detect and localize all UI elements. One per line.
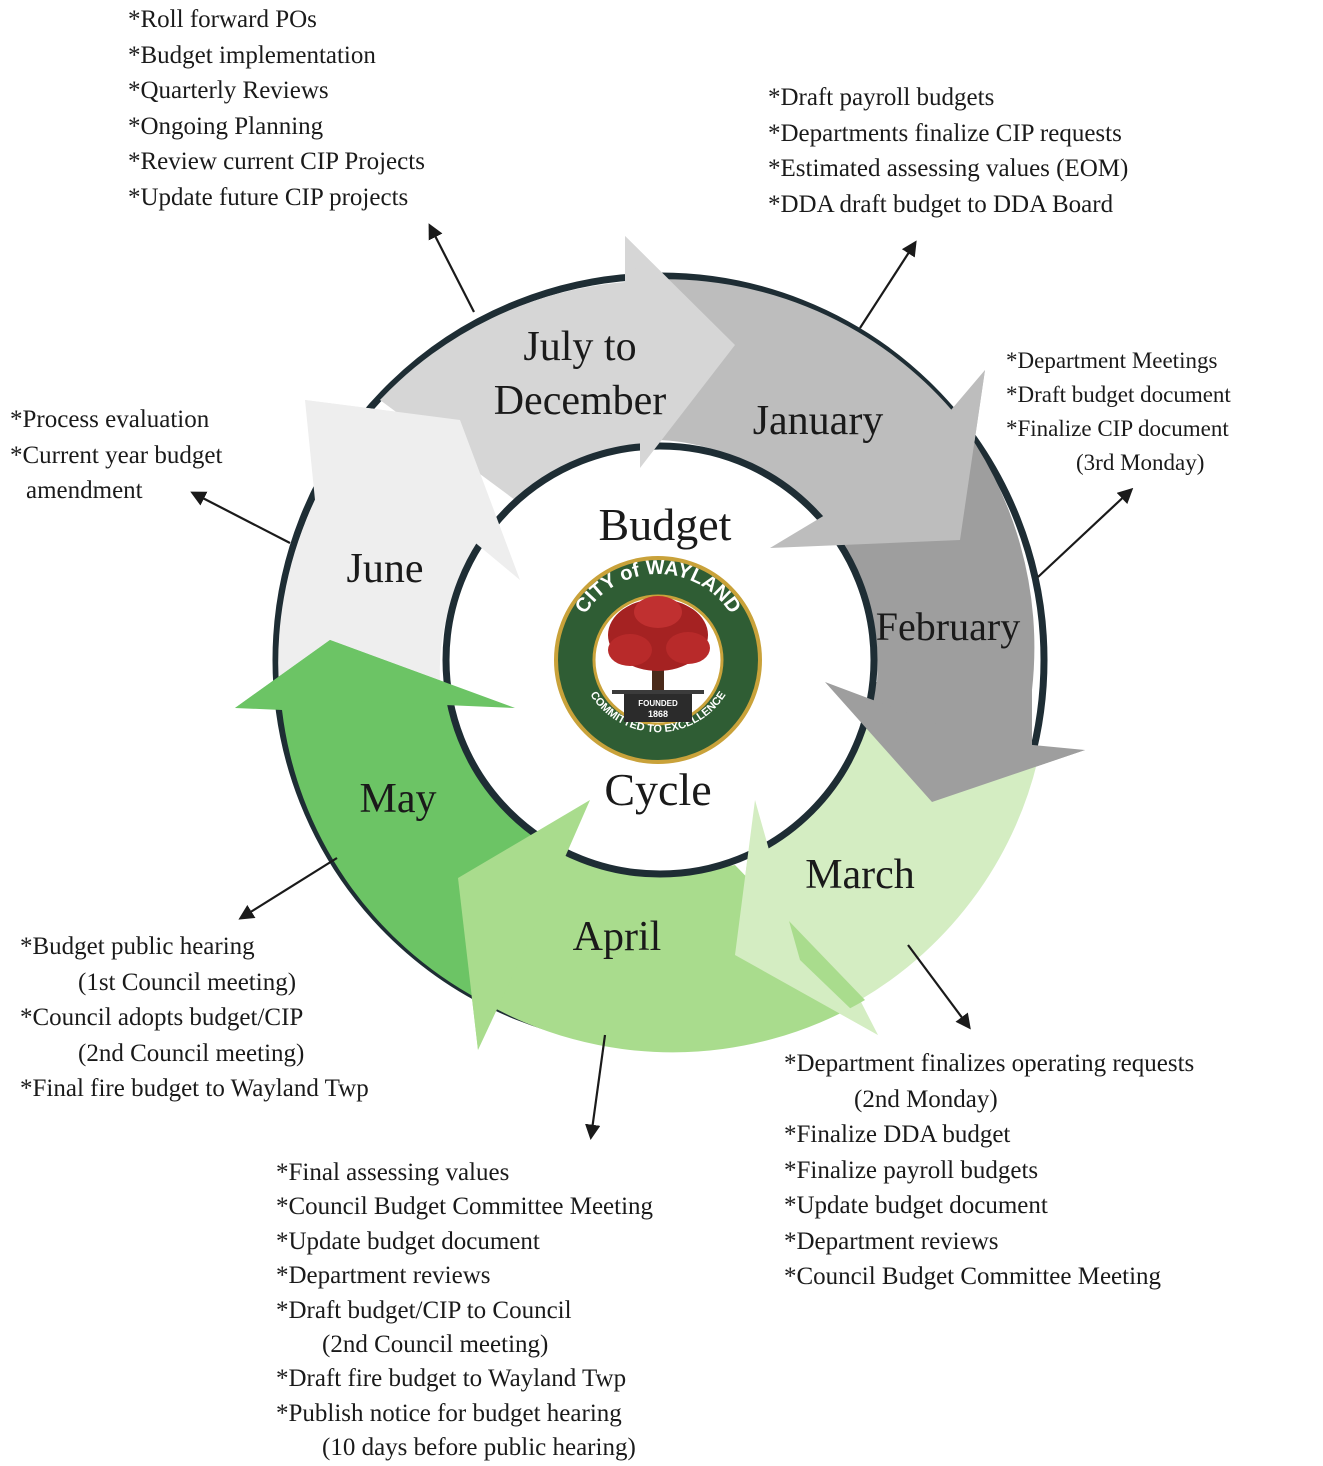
- note-item: *Final fire budget to Wayland Twp: [20, 1075, 369, 1102]
- label-february: February: [876, 604, 1020, 649]
- march-arrowhead: [735, 800, 878, 1035]
- connector-february: [1037, 487, 1134, 578]
- note-item: *Draft fire budget to Wayland Twp: [276, 1365, 627, 1393]
- label-march: March: [805, 852, 915, 898]
- note-item: *Budget implementation: [128, 41, 376, 69]
- note-item: *Departments finalize CIP requests: [768, 119, 1122, 147]
- note-item: *Update future CIP projects: [128, 183, 409, 211]
- notes-july-december: *Roll forward POs *Budget implementation…: [128, 2, 425, 215]
- note-item: *DDA draft budget to DDA Board: [768, 190, 1114, 218]
- note-item: (2nd Council meeting): [322, 1331, 549, 1359]
- label-june: June: [347, 546, 424, 592]
- label-april: April: [573, 914, 662, 960]
- connector-june: [190, 491, 291, 544]
- note-item: *Council Budget Committee Meeting: [784, 1263, 1162, 1290]
- center-cycle: Cycle: [604, 764, 711, 815]
- note-item: *Department reviews: [276, 1262, 491, 1290]
- center-budget: Budget: [599, 499, 732, 550]
- connector-may: [238, 857, 338, 920]
- connector-march: [907, 944, 971, 1030]
- connector-april: [585, 1034, 607, 1141]
- note-item: (1st Council meeting): [78, 968, 297, 996]
- may-arrowhead: [235, 640, 515, 708]
- city-seal-logo: CITY of WAYLAND COMMITTED TO EXCELLENCE …: [554, 556, 762, 764]
- notes-april: *Final assessing values *Council Budget …: [276, 1156, 653, 1466]
- note-item: *Department Meetings: [1006, 348, 1218, 373]
- note-item: *Process evaluation: [10, 406, 210, 433]
- note-item: *Council Budget Committee Meeting: [276, 1193, 654, 1221]
- note-item: *Quarterly Reviews: [128, 77, 329, 104]
- notes-june: *Process evaluation *Current year budget…: [10, 402, 222, 509]
- note-item: *Current year budget: [10, 441, 223, 469]
- note-item: *Draft budget/CIP to Council: [276, 1296, 572, 1324]
- connector-july-december: [428, 223, 475, 313]
- april-arrowhead: [458, 800, 590, 1050]
- february-arrowhead: [825, 682, 1085, 802]
- note-item: *Publish notice for budget hearing: [276, 1399, 622, 1427]
- note-item: *Department reviews: [784, 1227, 999, 1255]
- june-arrowhead: [305, 400, 520, 580]
- connector-january: [859, 240, 917, 329]
- notes-february: *Department Meetings *Draft budget docum…: [1006, 344, 1231, 480]
- note-item: *Estimated assessing values (EOM): [768, 155, 1129, 182]
- note-item: *Review current CIP Projects: [128, 148, 425, 175]
- note-item: (2nd Council meeting): [78, 1039, 305, 1067]
- note-item: *Draft budget document: [1006, 382, 1231, 407]
- note-item: *Finalize CIP document: [1006, 416, 1229, 441]
- label-may: May: [360, 776, 437, 822]
- label-july-to: July to: [523, 324, 636, 370]
- notes-january: *Draft payroll budgets *Departments fina…: [768, 80, 1128, 222]
- january-arrowhead: [770, 370, 985, 548]
- note-item: *Finalize payroll budgets: [784, 1156, 1039, 1184]
- note-item: (2nd Monday): [854, 1085, 998, 1113]
- note-item: *Finalize DDA budget: [784, 1121, 1011, 1148]
- note-item: amendment: [26, 477, 143, 504]
- label-december: December: [494, 378, 667, 424]
- seal-founded-year: 1868: [648, 709, 668, 719]
- seal-founded-label: FOUNDED: [638, 699, 678, 708]
- note-item: *Final assessing values: [276, 1159, 510, 1186]
- note-item: *Update budget document: [276, 1227, 540, 1255]
- note-item: *Ongoing Planning: [128, 112, 324, 140]
- note-item: *Update budget document: [784, 1192, 1048, 1219]
- label-january: January: [753, 398, 884, 444]
- note-item: (10 days before public hearing): [322, 1434, 636, 1462]
- july-december-arrowhead: [625, 236, 735, 468]
- note-item: *Department finalizes operating requests: [784, 1050, 1195, 1077]
- note-item: (3rd Monday): [1076, 450, 1205, 475]
- notes-march: *Department finalizes operating requests…: [784, 1046, 1194, 1295]
- notes-may: *Budget public hearing (1st Council meet…: [20, 929, 369, 1107]
- note-item: *Draft payroll budgets: [768, 84, 995, 111]
- note-item: *Council adopts budget/CIP: [20, 1004, 304, 1031]
- note-item: *Roll forward POs: [128, 6, 317, 33]
- note-item: *Budget public hearing: [20, 933, 255, 960]
